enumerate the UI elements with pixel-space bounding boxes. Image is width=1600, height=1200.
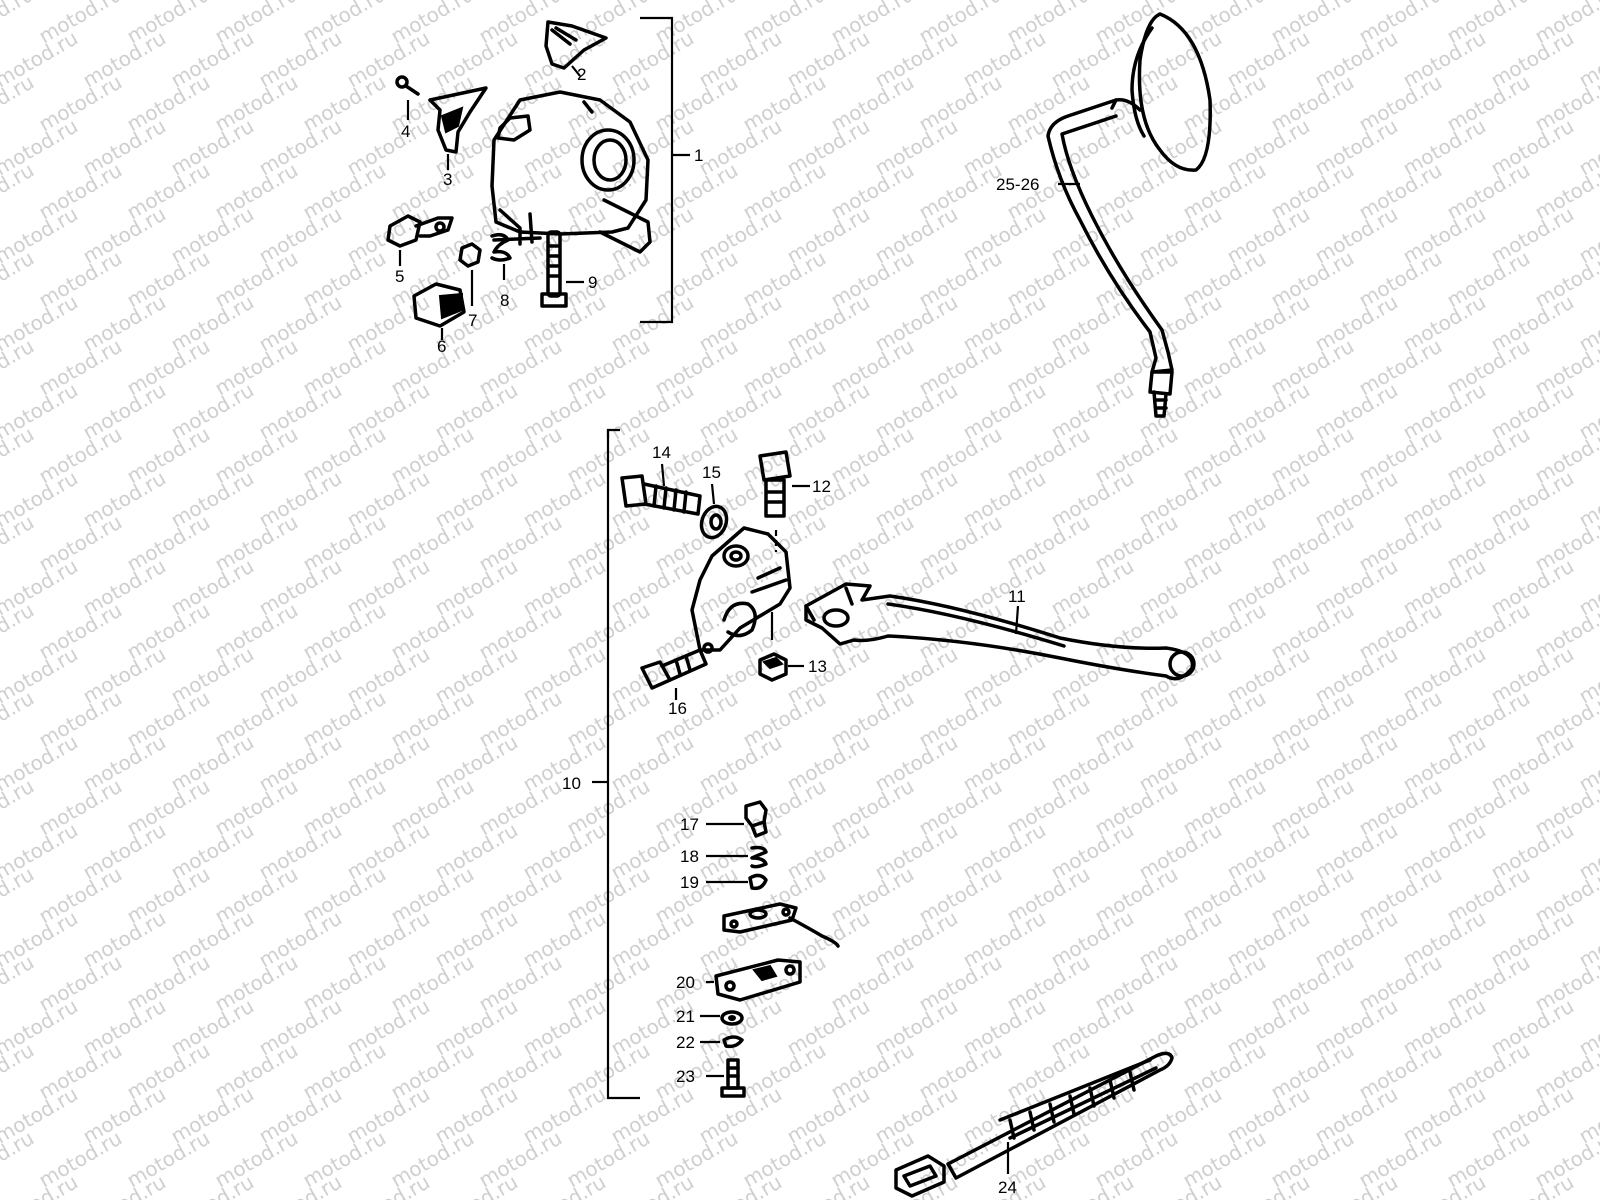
callout-10: 10 [562, 774, 581, 793]
callout-13: 13 [808, 657, 827, 676]
part-14-bolt [620, 474, 702, 516]
part-25-26-mirror [1046, 12, 1212, 418]
part-7-nut [458, 242, 482, 268]
callout-22: 22 [676, 1033, 695, 1052]
callout-18: 18 [680, 847, 699, 866]
callout-25-26: 25-26 [996, 175, 1039, 194]
callout-19: 19 [680, 873, 699, 892]
part-2-knob [544, 20, 608, 70]
part-17-screw [744, 800, 768, 838]
callout-4: 4 [401, 122, 410, 141]
callout-20: 20 [676, 973, 695, 992]
callout-24: 24 [998, 1178, 1017, 1197]
part-1-switch-housing [490, 90, 652, 254]
watermark-text: motod.ru [1575, 0, 1600, 4]
callout-8: 8 [500, 291, 509, 310]
lever-holder [690, 526, 792, 654]
callout-17: 17 [680, 815, 699, 834]
part-8-spring [490, 232, 512, 262]
callout-3: 3 [443, 170, 452, 189]
part-18-spring [750, 845, 768, 869]
part-6-connector [412, 282, 466, 328]
part-12-pivot-bolt [758, 450, 792, 518]
callout-21: 21 [676, 1007, 695, 1026]
part-21-washer [720, 1010, 744, 1026]
switch-assembly: 1 2 3 4 5 6 7 8 9 [386, 16, 703, 356]
part-19-ball [748, 873, 768, 891]
callout-15: 15 [702, 463, 721, 482]
lever-switch-plate [722, 902, 840, 948]
lever-assembly: 14 15 12 [562, 428, 1196, 1100]
callout-6: 6 [437, 337, 446, 356]
callout-23: 23 [676, 1067, 695, 1086]
callout-14: 14 [652, 443, 671, 462]
part-22-lockwasher [722, 1035, 744, 1049]
part-16-bolt [640, 648, 708, 690]
watermark-text: motod.ru [0, 0, 38, 48]
callout-12: 12 [812, 477, 831, 496]
callout-9: 9 [588, 273, 597, 292]
callout-1: 1 [694, 146, 703, 165]
part-15-washer [699, 504, 729, 540]
part-3-lever [428, 86, 488, 154]
callout-5: 5 [395, 267, 404, 286]
part-23-screw [720, 1058, 746, 1098]
callout-2: 2 [577, 65, 586, 84]
part-4-screw [395, 75, 420, 96]
part-13-nut [758, 652, 788, 682]
watermark-text: motod.ru [1575, 1170, 1600, 1200]
callout-11: 11 [1008, 587, 1026, 606]
part-24-cable-tie [894, 1051, 1174, 1198]
part-11-lever [804, 582, 1196, 681]
callout-16: 16 [668, 699, 687, 718]
cable-tie: 24 [894, 1051, 1174, 1198]
part-20-holder [714, 958, 802, 1002]
mirror-assembly: 25-26 [996, 12, 1212, 418]
part-5-terminal [386, 214, 454, 248]
part-9-screw [540, 230, 568, 308]
callout-7: 7 [468, 311, 477, 330]
